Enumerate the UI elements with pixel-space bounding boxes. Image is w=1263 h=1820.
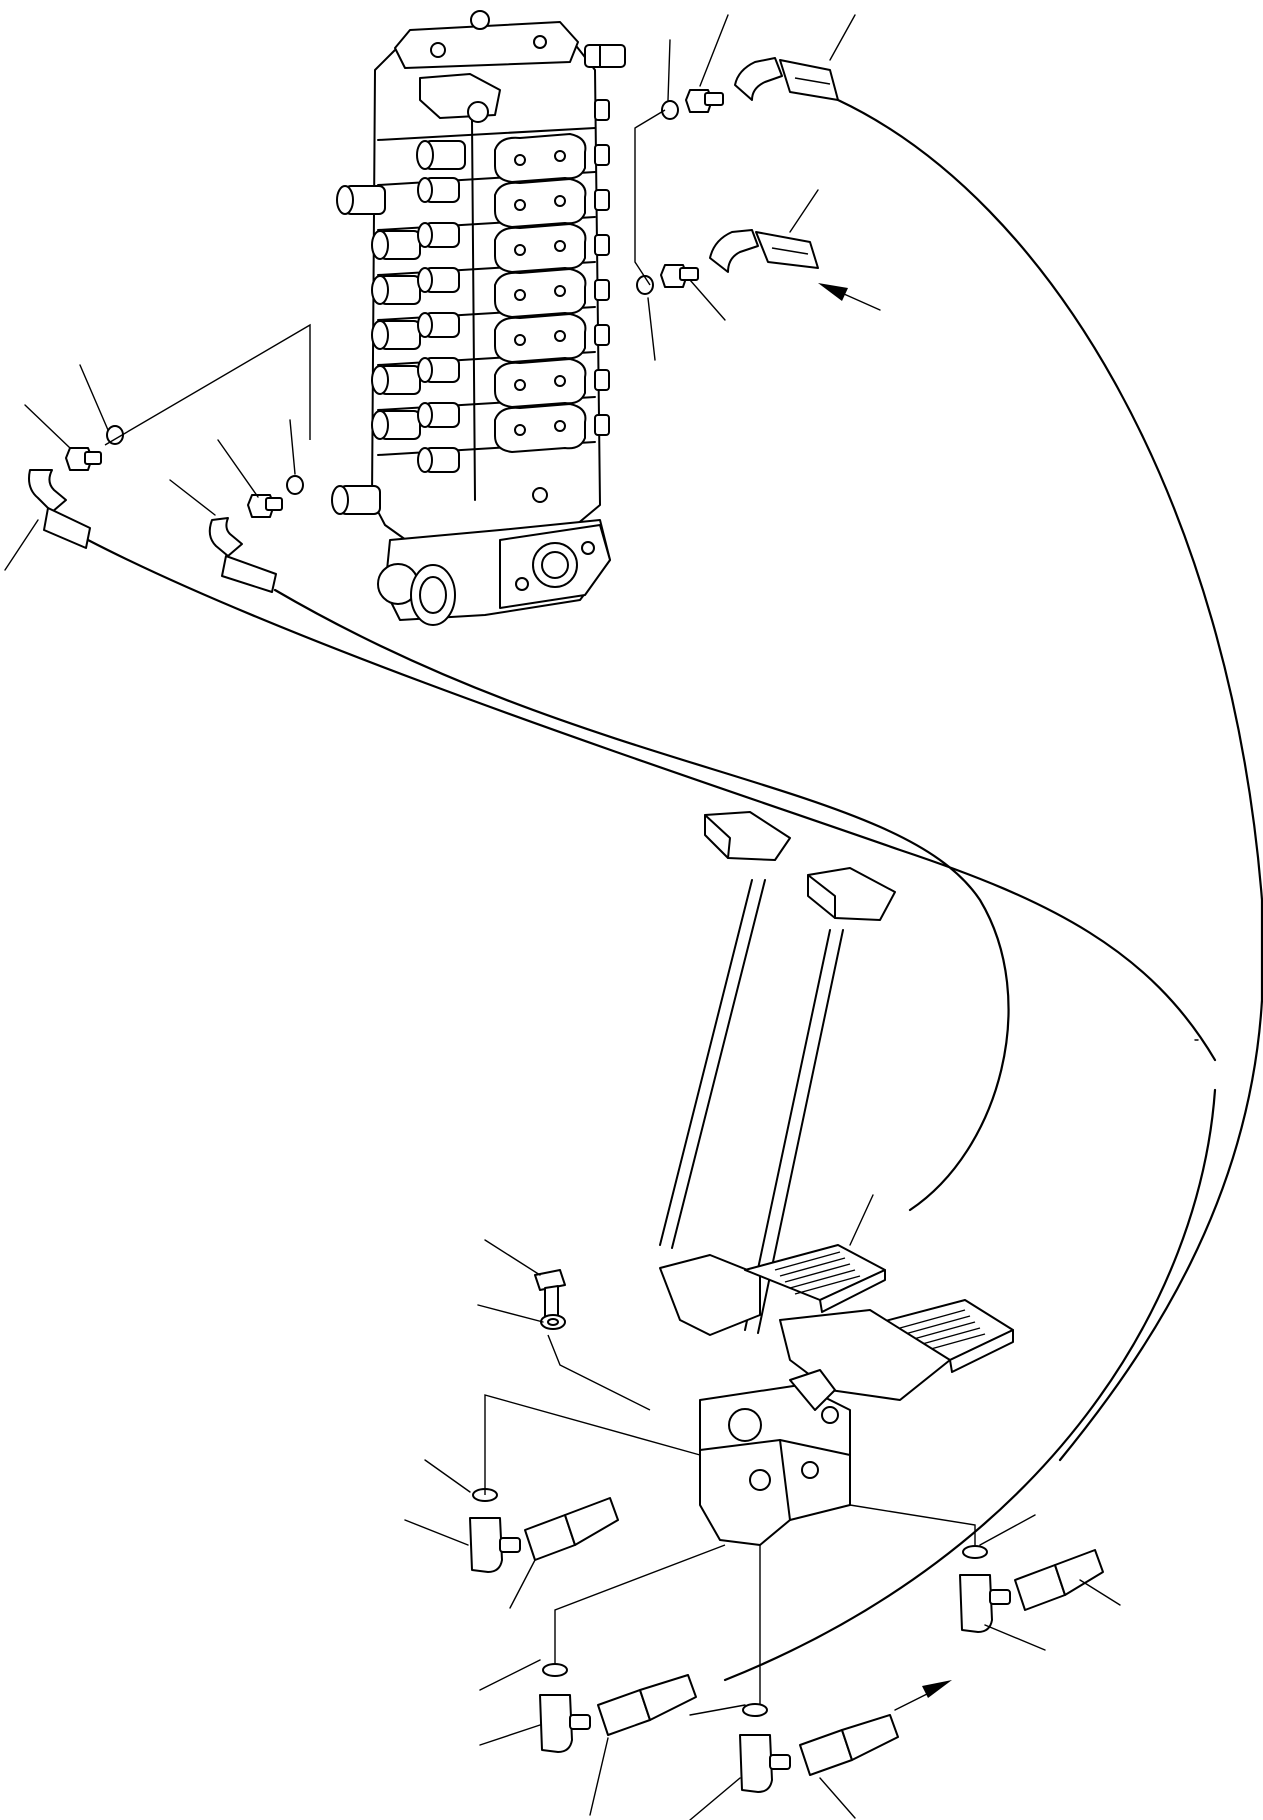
flow-arrow-upper (818, 283, 880, 310)
valve-section-lines (378, 120, 595, 500)
travel-levers (660, 812, 895, 1333)
upper-hose-fitting-2 (637, 230, 818, 294)
travel-pedals (660, 1245, 1013, 1400)
left-hose-fitting-1 (29, 426, 123, 548)
valve-bolt-pads (495, 134, 585, 502)
washer (541, 1315, 565, 1329)
lower-fitting-4 (960, 1546, 1103, 1632)
control-valve (332, 11, 625, 625)
travel-pedal-valve (700, 1370, 850, 1545)
lower-fitting-3 (740, 1704, 898, 1792)
left-hose-fitting-2 (210, 476, 303, 592)
flow-arrow-lower (895, 1680, 952, 1710)
pedal-tread-left (775, 1252, 860, 1294)
upper-hose-fitting-1 (662, 58, 838, 119)
valve-right-ports (595, 100, 609, 435)
leader-lines (5, 15, 1198, 1820)
assembly-lines (105, 110, 975, 1705)
valve-spool-ports (332, 141, 465, 514)
lower-fitting-2 (540, 1664, 696, 1752)
pilot-hoses (88, 100, 1262, 1680)
lower-fitting-1 (470, 1489, 618, 1572)
